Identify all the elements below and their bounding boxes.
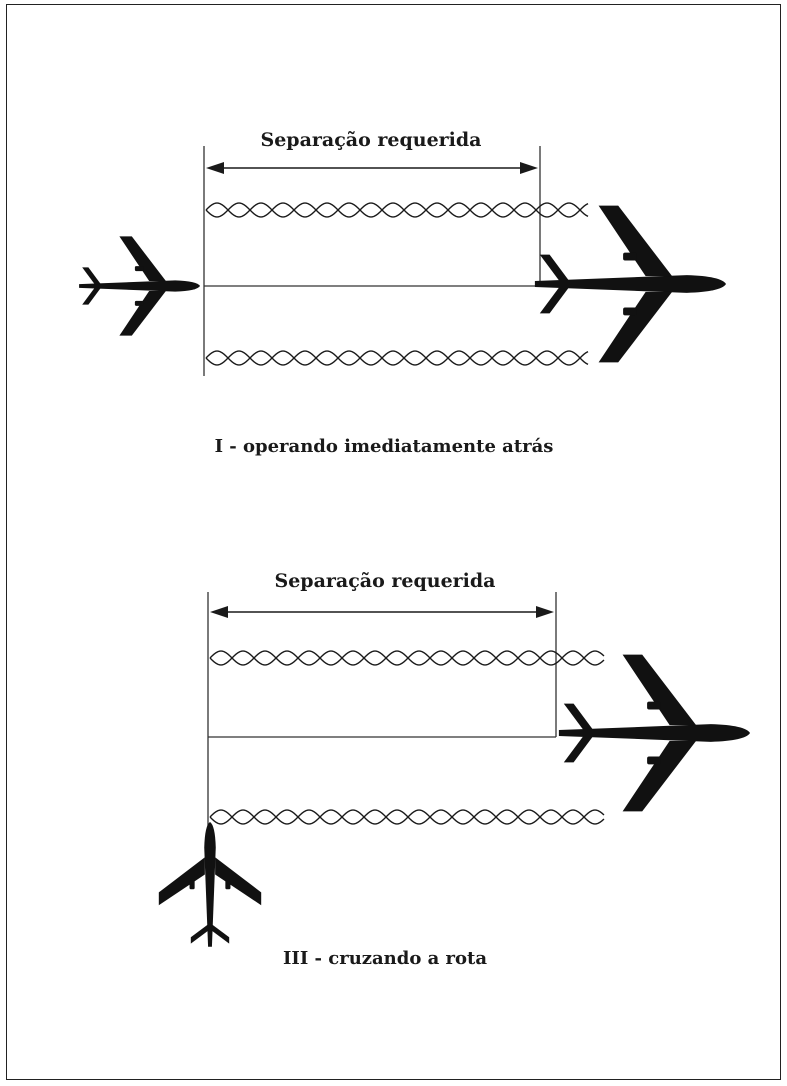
panel3-crossing-aircraft-icon: [158, 822, 262, 947]
panel1-separation-label: Separação requerida: [260, 129, 481, 151]
vortex-strand-1: [205, 350, 589, 366]
panel1-caption: I - operando imediatamente atrás: [215, 436, 554, 457]
vortex-strand-1: [205, 202, 589, 218]
panel3-upper-wake-vortex: [209, 650, 605, 666]
vortex-strand-2: [205, 350, 589, 366]
panel3-lower-wake-vortex: [209, 809, 605, 825]
panel1-leading-heavy-aircraft-icon: [534, 205, 726, 363]
panel1-lower-wake-vortex: [205, 350, 589, 366]
panel3-separation-label: Separação requerida: [274, 570, 495, 592]
vortex-strand-2: [205, 202, 589, 218]
panel1-separation-arrow: [206, 162, 538, 174]
figure-frame: [6, 4, 781, 1080]
panel1-upper-wake-vortex: [205, 202, 589, 218]
vortex-strand-2: [209, 650, 605, 666]
panel-1: Separação requerida I - operando imediat…: [79, 129, 726, 457]
panel3-separation-arrow: [210, 606, 554, 618]
panel-3: Separação requerida III - cruzando a rot…: [158, 570, 750, 969]
panel3-caption: III - cruzando a rota: [283, 948, 487, 969]
panel3-leading-heavy-aircraft-icon: [558, 654, 750, 812]
panel1-following-aircraft-icon: [79, 236, 200, 336]
vortex-strand-2: [209, 809, 605, 825]
